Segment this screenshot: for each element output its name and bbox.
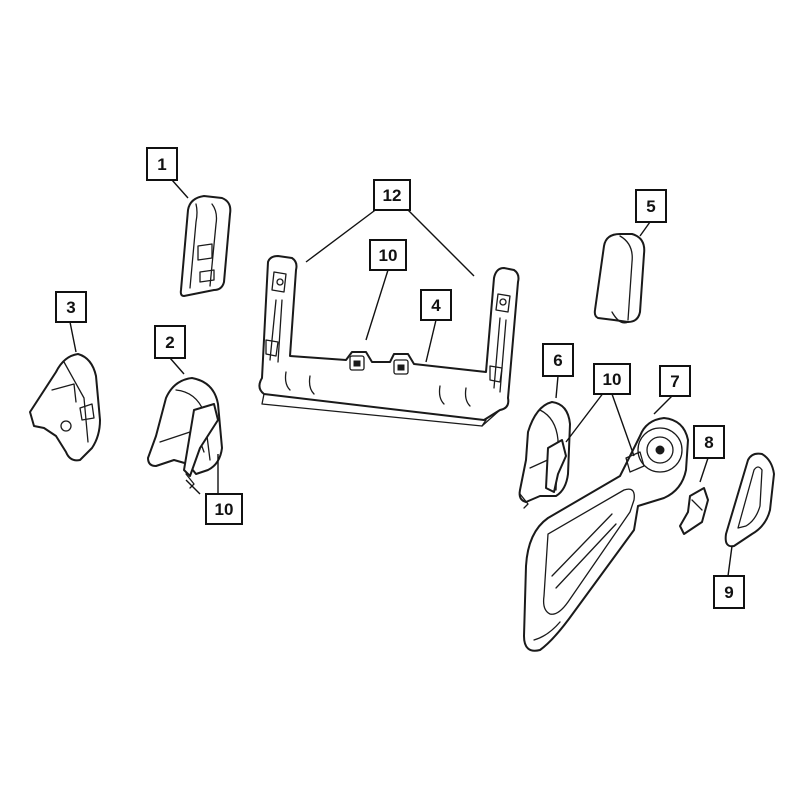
callout-3: 3 (55, 291, 87, 323)
callout-label: 10 (603, 370, 622, 389)
callout-label: 10 (215, 500, 234, 519)
callout-label: 8 (704, 433, 713, 452)
part-4-seat-back-panel (258, 255, 520, 427)
callout-label: 5 (646, 197, 655, 216)
part-2-recliner-cover (147, 377, 223, 489)
callout-5: 5 (635, 189, 667, 223)
part-5-hinge-cover (593, 233, 646, 324)
callout-10-right: 10 (593, 363, 631, 395)
callout-label: 7 (670, 372, 679, 391)
callout-10-center: 10 (369, 239, 407, 271)
callout-8: 8 (693, 425, 725, 459)
callout-label: 9 (724, 583, 733, 602)
callout-label: 12 (383, 186, 402, 205)
callout-6: 6 (542, 343, 574, 377)
callout-10-left: 10 (205, 493, 243, 525)
callout-2: 2 (154, 325, 186, 359)
callout-label: 10 (379, 246, 398, 265)
leader-lines (69, 179, 733, 577)
part-7-side-shield (523, 417, 689, 652)
part-9-bezel (724, 452, 775, 548)
callout-label: 3 (66, 298, 75, 317)
part-1-hinge-cover (179, 195, 232, 297)
callout-9: 9 (713, 575, 745, 609)
part-3-side-bracket (29, 353, 101, 462)
callout-label: 4 (431, 296, 441, 315)
callout-label: 6 (553, 351, 562, 370)
callout-1: 1 (146, 147, 178, 181)
callout-4: 4 (420, 289, 452, 321)
callout-7: 7 (659, 365, 691, 397)
callout-12: 12 (373, 179, 411, 211)
callout-label: 1 (157, 155, 166, 174)
part-6-recliner-cover (518, 401, 571, 509)
callout-label: 2 (165, 333, 174, 352)
part-8-clip (679, 487, 709, 535)
